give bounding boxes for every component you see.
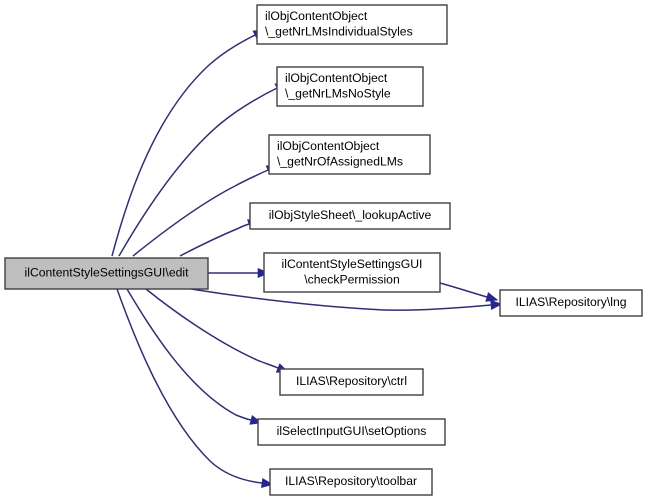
node-checkPermission[interactable]: ilContentStyleSettingsGUI\checkPermissio…	[263, 252, 441, 293]
edge-line	[118, 87, 278, 257]
edge-root-to-getNrLMsNoStyle	[118, 82, 288, 257]
edge-line	[132, 169, 269, 257]
node-root[interactable]: ilContentStyleSettingsGUI\edit	[4, 257, 209, 290]
node-box[interactable]	[269, 468, 433, 496]
edge-line	[145, 288, 279, 369]
node-label: ILIAS\Repository\toolbar	[285, 474, 417, 488]
edge-line	[116, 288, 263, 484]
edge-arrowhead	[485, 292, 499, 302]
node-ctrl[interactable]: ILIAS\Repository\ctrl	[279, 368, 424, 396]
edge-root-to-lng	[190, 288, 503, 311]
node-label: \checkPermission	[304, 272, 400, 286]
node-label: ILIAS\Repository\lng	[515, 295, 626, 309]
edge-root-to-toolbar	[116, 288, 274, 488]
node-label: ilContentStyleSettingsGUI\edit	[25, 266, 190, 280]
node-label: ilSelectInputGUI\setOptions	[277, 424, 427, 438]
node-box[interactable]	[256, 4, 448, 45]
edge-line	[111, 34, 256, 257]
node-lookupActive[interactable]: ilObjStyleSheet\_lookupActive	[249, 202, 451, 230]
edge-root-to-getNrLMsIndividualStyles	[111, 29, 266, 257]
node-box[interactable]	[276, 66, 424, 107]
node-label: \_getNrLMsNoStyle	[285, 86, 391, 100]
node-label: ilObjContentObject	[277, 139, 380, 153]
edge-arrowhead	[490, 299, 503, 311]
node-toolbar[interactable]: ILIAS\Repository\toolbar	[269, 468, 433, 496]
node-getNrLMsNoStyle[interactable]: ilObjContentObject\_getNrLMsNoStyle	[276, 66, 424, 107]
edge-checkPermission-to-lng	[439, 282, 499, 302]
node-label: \_getNrOfAssignedLMs	[277, 154, 403, 168]
node-label: ilContentStyleSettingsGUI	[282, 257, 423, 271]
node-label: ilObjStyleSheet\_lookupActive	[269, 208, 432, 222]
edge-line	[179, 223, 250, 257]
node-setOptions[interactable]: ilSelectInputGUI\setOptions	[257, 418, 446, 446]
node-lng[interactable]: ILIAS\Repository\lng	[499, 289, 643, 317]
edge-arrowhead	[261, 477, 274, 488]
edge-line	[126, 288, 252, 421]
edge-root-to-ctrl	[145, 288, 289, 373]
node-box[interactable]	[257, 418, 446, 446]
edge-root-to-checkPermission	[208, 267, 270, 279]
node-getNrLMsIndividualStyles[interactable]: ilObjContentObject\_getNrLMsIndividualSt…	[256, 4, 448, 45]
edge-line	[439, 282, 488, 298]
node-label: ilObjContentObject	[285, 71, 388, 85]
node-getNrOfAssignedLMs[interactable]: ilObjContentObject\_getNrOfAssignedLMs	[268, 134, 431, 175]
node-box[interactable]	[268, 134, 431, 175]
node-box[interactable]	[279, 368, 424, 396]
node-box[interactable]	[249, 202, 451, 230]
node-box[interactable]	[263, 252, 441, 293]
node-box-current[interactable]	[4, 257, 209, 290]
edge-root-to-lookupActive	[179, 219, 261, 257]
node-label: ilObjContentObject	[265, 9, 368, 23]
node-box[interactable]	[499, 289, 643, 317]
edge-root-to-setOptions	[126, 288, 263, 425]
node-label: \_getNrLMsIndividualStyles	[265, 24, 413, 38]
nodes-layer: ilContentStyleSettingsGUI\edit ilObjConte…	[4, 4, 643, 496]
node-label: ILIAS\Repository\ctrl	[296, 374, 407, 388]
edge-line	[190, 288, 492, 311]
